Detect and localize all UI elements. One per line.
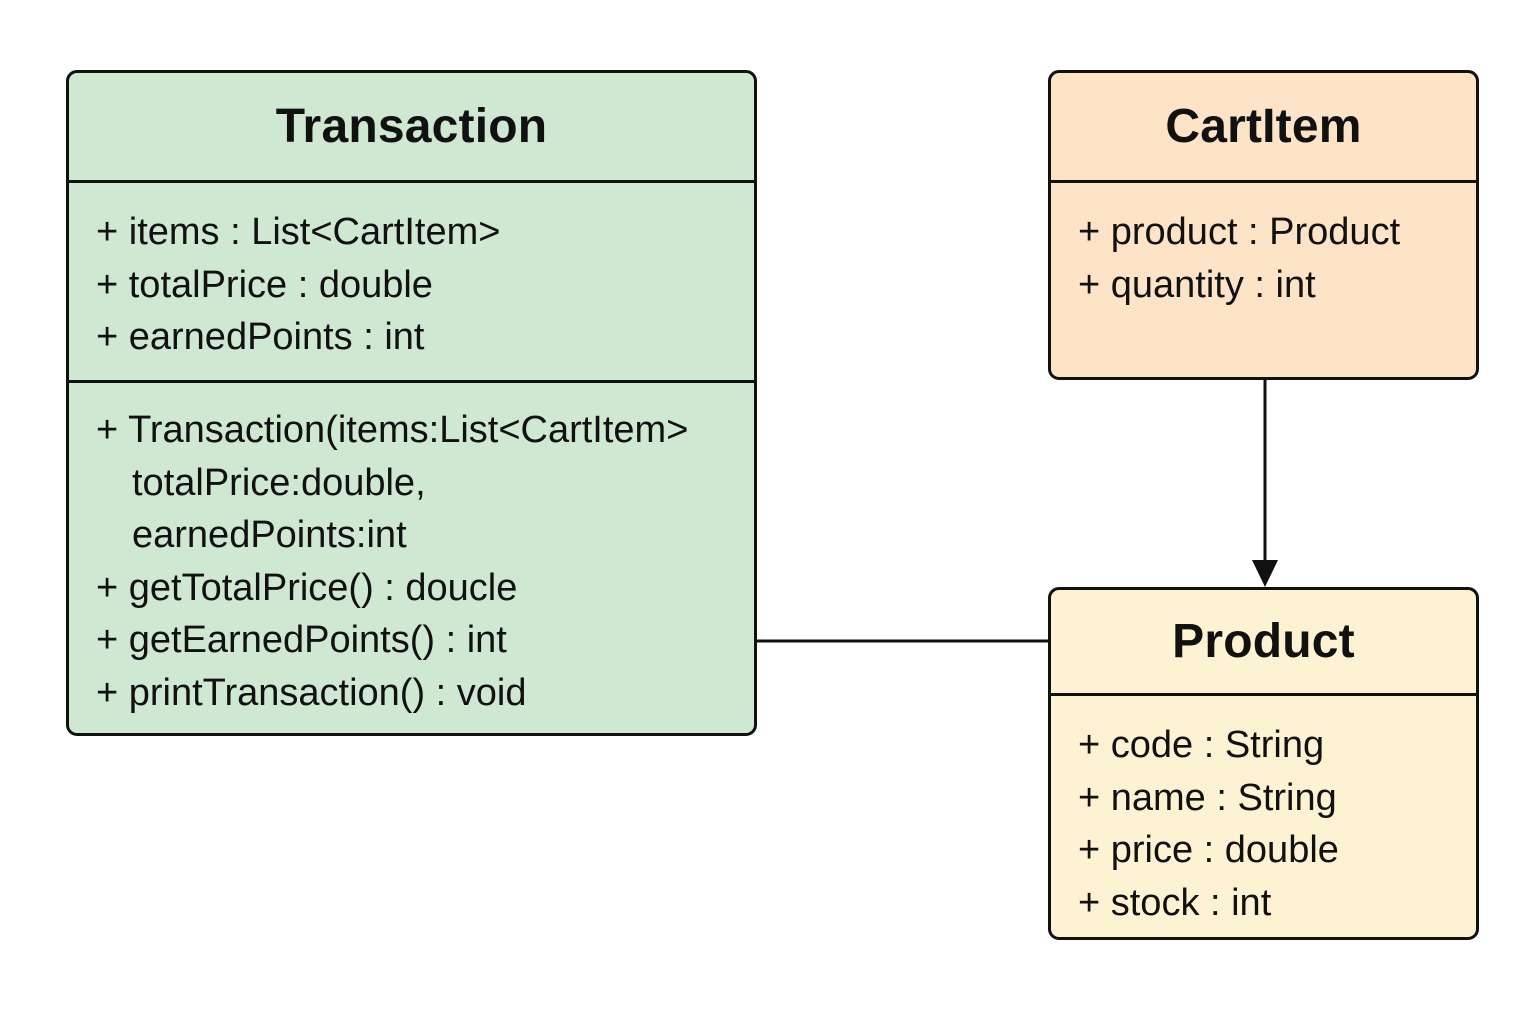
cartitem-class-name: CartItem xyxy=(1051,73,1476,183)
transaction-operation-continuation: earnedPoints:int xyxy=(132,514,407,556)
cartitem-to-product-arrowhead xyxy=(1252,560,1278,587)
product-attributes: + code : String + name : String + price … xyxy=(1051,696,1476,929)
transaction-operation-continuation: totalPrice:double, xyxy=(132,461,426,504)
product-attribute: + price : double xyxy=(1078,829,1339,871)
product-attribute: + stock : int xyxy=(1078,881,1272,924)
cartitem-attributes: + product : Product + quantity : int xyxy=(1051,183,1476,311)
transaction-operation: + getTotalPrice() : doucle xyxy=(96,566,518,609)
transaction-attribute: + earnedPoints : int xyxy=(96,316,425,358)
transaction-class-name: Transaction xyxy=(69,73,754,183)
transaction-operation: + getEarnedPoints() : int xyxy=(96,619,507,661)
cartitem-class-box[interactable]: CartItem + product : Product + quantity … xyxy=(1048,70,1479,380)
transaction-attribute: + totalPrice : double xyxy=(96,263,433,306)
cartitem-attribute: + quantity : int xyxy=(1078,263,1316,306)
transaction-operations: + Transaction(items:List<CartItem> total… xyxy=(69,383,754,719)
product-class-box[interactable]: Product + code : String + name : String … xyxy=(1048,587,1479,940)
transaction-attribute: + items : List<CartItem> xyxy=(96,211,501,253)
cartitem-attribute: + product : Product xyxy=(1078,211,1401,253)
transaction-operation: + printTransaction() : void xyxy=(96,671,527,714)
transaction-attributes: + items : List<CartItem> + totalPrice : … xyxy=(69,183,754,383)
product-class-name: Product xyxy=(1051,590,1476,696)
product-attribute: + code : String xyxy=(1078,724,1325,766)
product-attribute: + name : String xyxy=(1078,776,1337,819)
transaction-operation: + Transaction(items:List<CartItem> xyxy=(96,409,689,451)
transaction-class-box[interactable]: Transaction + items : List<CartItem> + t… xyxy=(66,70,757,736)
